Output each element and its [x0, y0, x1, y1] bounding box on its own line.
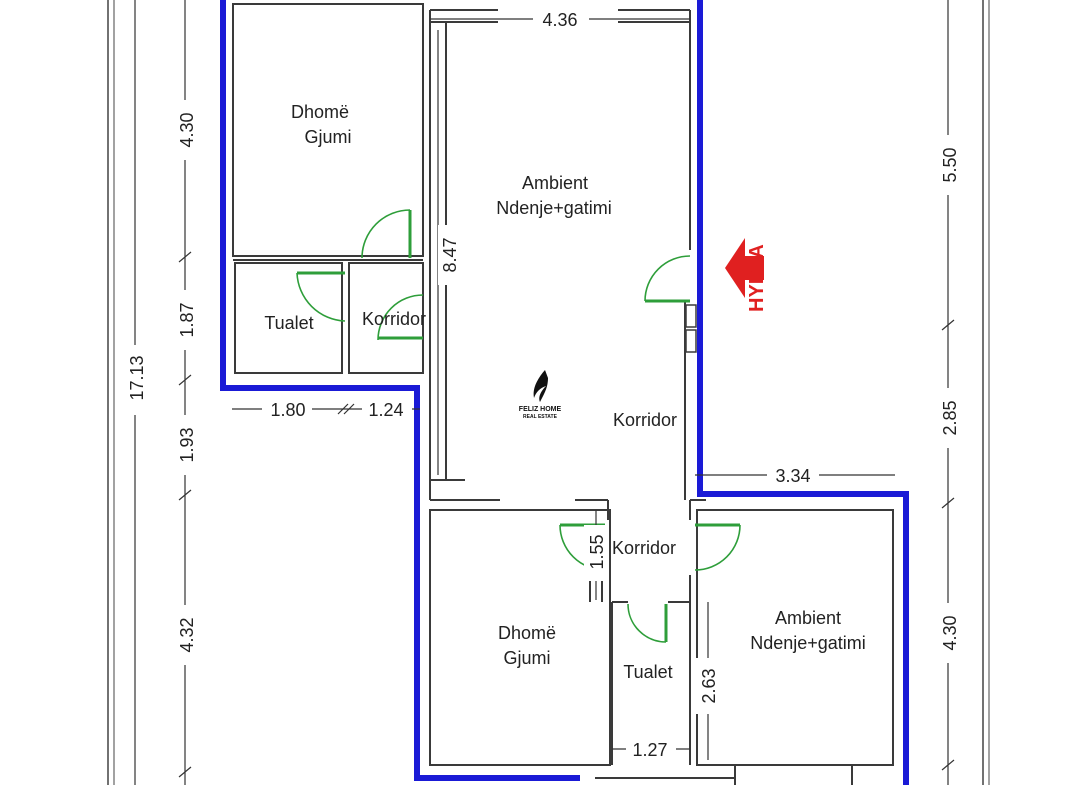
- door-swing-toilet-bottom: [627, 603, 667, 643]
- room-corridor-bottom: Korridor: [612, 538, 676, 558]
- room-labels: Dhomë Gjumi Ambient Ndenje+gatimi Tualet…: [264, 102, 865, 682]
- unit-boundary-right: [697, 0, 909, 785]
- dim-1-87: 1.87: [177, 302, 197, 337]
- dim-3-34: 3.34: [775, 466, 810, 486]
- unit-boundary: [220, 0, 580, 781]
- room-corridor-mid: Korridor: [613, 410, 677, 430]
- room-bedroom-top-line1: Dhomë: [291, 102, 349, 122]
- dimension-labels: 4.36 4.30 1.87 17.13 1.93 4.32 1.80 1.24…: [124, 8, 960, 760]
- logo-brand: FELIZ HOME: [519, 406, 562, 413]
- dim-5-50: 5.50: [940, 147, 960, 182]
- room-corridor-top: Korridor: [362, 309, 426, 329]
- room-bedroom-bottom-line1: Dhomë: [498, 623, 556, 643]
- dim-2-63: 2.63: [699, 668, 719, 703]
- door-swing-living-bottom: [694, 524, 741, 571]
- dim-1-24: 1.24: [368, 400, 403, 420]
- dim-2-85: 2.85: [940, 400, 960, 435]
- door-swing-entrance: [644, 255, 691, 302]
- doors: [296, 209, 741, 643]
- dim-1-55: 1.55: [587, 534, 607, 569]
- dim-4-30-left: 4.30: [177, 112, 197, 147]
- dim-1-93: 1.93: [177, 427, 197, 462]
- door-swing-toilet-top: [296, 272, 346, 322]
- logo-sub: REAL ESTATE: [523, 414, 558, 420]
- entrance-marker: HYRJA: [725, 238, 768, 312]
- room-toilet-top: Tualet: [264, 313, 313, 333]
- room-bedroom-bottom-line2: Gjumi: [503, 648, 550, 668]
- entrance-label: HYRJA: [746, 244, 768, 312]
- arrow-left-icon: [725, 238, 745, 298]
- dim-4-30-right: 4.30: [940, 615, 960, 650]
- feather-logo-icon: [533, 370, 548, 402]
- dim-8-47: 8.47: [440, 237, 460, 272]
- room-living-top-line2: Ndenje+gatimi: [496, 198, 612, 218]
- door-swing-corridor-top: [377, 294, 424, 341]
- dim-1-27: 1.27: [632, 740, 667, 760]
- room-living-bottom-line2: Ndenje+gatimi: [750, 633, 866, 653]
- dim-17-13: 17.13: [127, 355, 147, 400]
- dim-1-80: 1.80: [270, 400, 305, 420]
- room-living-bottom-line1: Ambient: [775, 608, 841, 628]
- drawing-frame: [107, 0, 990, 785]
- room-toilet-bottom: Tualet: [623, 662, 672, 682]
- brand-logo: FELIZ HOME REAL ESTATE: [519, 370, 562, 420]
- dim-4-32: 4.32: [177, 617, 197, 652]
- room-bedroom-top-line2: Gjumi: [304, 127, 351, 147]
- door-swing-bedroom-top: [361, 209, 411, 259]
- dim-4-36: 4.36: [542, 10, 577, 30]
- walls: [232, 3, 894, 785]
- room-living-top-line1: Ambient: [522, 173, 588, 193]
